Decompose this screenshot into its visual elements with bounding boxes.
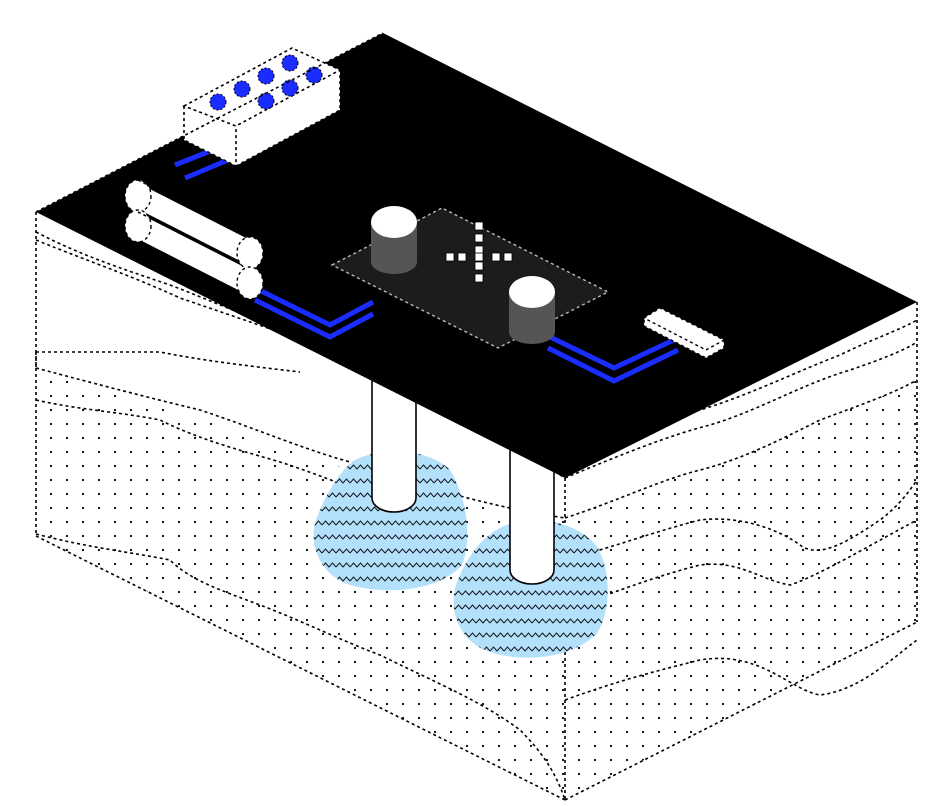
edge-top-left [35,32,384,213]
aquifer-left [313,451,468,591]
battery-pack-icon [182,47,342,168]
connector-box-icon [642,307,726,359]
pipe-bundle-icon [124,179,264,300]
ground-right-face [564,302,918,801]
cross-marker-icon [445,221,513,283]
aquifer-right [453,520,608,658]
well-head-right-icon [509,276,555,344]
conduit-right [546,333,680,384]
ground-left-face [35,212,566,801]
conduit-left [174,145,375,340]
well-head-left-icon [371,206,417,274]
